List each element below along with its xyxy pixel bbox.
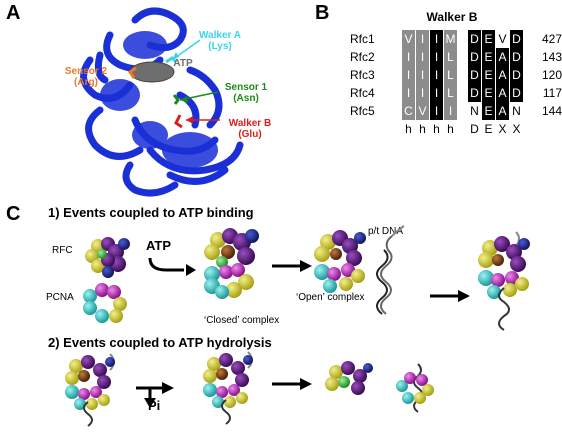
alignment-row-name: Rfc2 [350,50,375,64]
protein-structure [80,7,244,197]
section2-title: 2) Events coupled to ATP hydrolysis [48,335,272,350]
alignment-consensus: X [498,122,507,136]
alignment-residue: N [468,102,481,120]
alignment-residue: I [430,84,443,102]
pcna-ring [83,283,127,323]
alignment-residue: I [416,30,429,48]
pcna-on-dna [396,363,434,413]
rfc-complex [85,237,130,278]
alignment-residue: D [468,84,481,102]
hydrolysis-mid-complex [203,351,253,425]
alignment-residue: A [496,66,509,84]
alignment-consensus: h [433,122,440,136]
alignment-row-name: Rfc3 [350,68,375,82]
closed-complex-label: ‘Closed’ complex [204,315,280,326]
alignment-residue: A [496,102,509,120]
alignment-residue: V [402,30,415,48]
alignment-row-number: 117 [542,86,562,100]
alignment-residue: E [482,66,495,84]
alignment-residue: E [482,48,495,66]
alignment-residue: A [496,84,509,102]
alignment-row-number: 143 [541,50,562,64]
alignment-residue: I [402,48,415,66]
alignment-residue: D [510,84,523,102]
alignment-consensus: h [405,122,412,136]
panel-c-label: C [6,203,21,225]
alignment-consensus: h [447,122,454,136]
alignment-consensus: E [484,122,493,136]
alignment-residue: I [402,66,415,84]
sensor2-residue [127,66,137,79]
sensor1-label: Sensor 1 (Asn) [224,82,268,104]
alignment-residue: D [510,48,523,66]
sensor2-label: Sensor 2 (Arg) [64,66,108,88]
atp-binding-arrow [148,257,184,272]
alignment-consensus: h [419,122,426,136]
walker-a-label: Walker A (Lys) [198,30,242,52]
alignment-residue: V [416,102,429,120]
atp-molecule [129,61,175,83]
alignment-row-name: Rfc4 [350,86,375,100]
released-rfc [325,361,373,395]
alignment-residue: D [468,30,481,48]
panel-b-label: B [315,2,330,24]
walker-a-residue [165,56,178,64]
alignment-residue: I [416,84,429,102]
pi-label: Pi [148,398,161,413]
alignment-residue: A [496,48,509,66]
dna-label: p/t DNA [368,226,404,237]
alignment-residue: I [430,66,443,84]
alignment-residue: E [482,102,495,120]
alignment-residue: D [468,66,481,84]
walker-b-label: Walker B (Glu) [228,118,272,140]
alignment-residue: V [496,30,509,48]
hydrolysis-start-complex [65,353,115,427]
alignment-residue: I [416,66,429,84]
alignment-residue: E [482,30,495,48]
alignment-residue: I [430,30,443,48]
open-complex [314,230,366,293]
alignment-row-number: 144 [541,104,562,118]
alignment-row-name: Rfc1 [350,32,375,46]
alignment-row-number: 427 [541,32,562,46]
alignment-residue: I [416,48,429,66]
panel-a-label: A [6,2,21,24]
alignment-residue: I [402,84,415,102]
alignment-row-name: Rfc5 [350,104,375,118]
pt-dna [376,225,405,315]
closed-complex [204,228,259,299]
alignment-residue: C [402,102,415,120]
alignment-consensus: D [470,122,479,136]
alignment-residue: D [468,48,481,66]
pcna-label: PCNA [46,292,74,303]
alignment-row-number: 120 [541,68,562,82]
alignment-residue: D [510,30,523,48]
loaded-complex [478,231,530,331]
alignment-residue: D [510,66,523,84]
alignment-residue: L [444,48,457,66]
open-complex-label: ‘Open’ complex [296,292,365,303]
alignment-residue: I [444,102,457,120]
atp-label: ATP [173,58,193,69]
alignment-residue: L [444,66,457,84]
walker-b-residue [174,114,183,129]
alignment-residue: I [430,102,443,120]
alignment-residue: M [444,30,457,48]
alignment-residue: N [510,102,523,120]
atp-step-label: ATP [146,238,172,253]
alignment-residue: L [444,84,457,102]
alignment-residue: E [482,84,495,102]
alignment-title: Walker B [426,10,478,24]
rfc-label: RFC [52,245,73,256]
section1-title: 1) Events coupled to ATP binding [48,205,254,220]
alignment-consensus: X [512,122,521,136]
sensor1-residue [172,94,180,105]
alignment-residue: I [430,48,443,66]
